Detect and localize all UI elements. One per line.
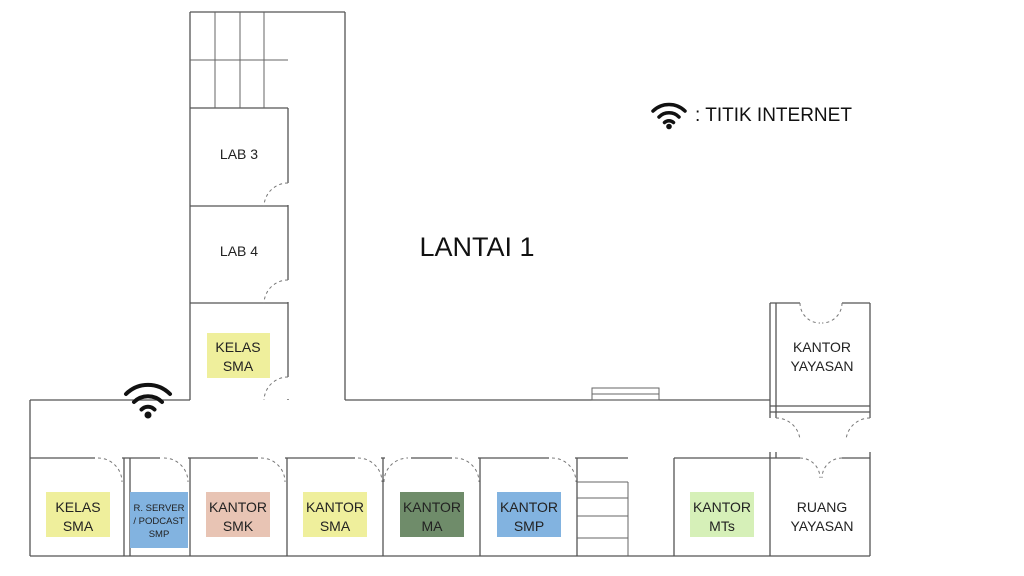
kantor-sma-bg <box>303 492 367 537</box>
lab-4-label: LAB 4 <box>220 243 258 259</box>
room-highlights <box>46 333 754 548</box>
legend-label: : TITIK INTERNET <box>695 105 852 126</box>
floor-title: LANTAI 1 <box>419 232 534 262</box>
doors <box>95 182 872 483</box>
ruang-yayasan-label-2: YAYASAN <box>790 518 853 534</box>
kantor-smp-bg <box>497 492 561 537</box>
kantor-smp-label-2: SMP <box>514 518 544 534</box>
kelas-sma-upper-label-2: SMA <box>223 358 254 374</box>
kantor-yayasan-label-2: YAYASAN <box>790 358 853 374</box>
kantor-ma-label-1: KANTOR <box>403 499 461 515</box>
kantor-ma-label-2: MA <box>422 518 444 534</box>
kelas-sma-lower-label-2: SMA <box>63 518 94 534</box>
room-labels: LAB 3 LAB 4 KELAS SMA KELAS SMA R. SERVE… <box>55 146 853 540</box>
server-label-2: / PODCAST <box>133 516 184 527</box>
legend: : TITIK INTERNET <box>651 102 852 130</box>
kelas-sma-upper-label-1: KELAS <box>215 339 260 355</box>
server-label-3: SMP <box>149 529 170 540</box>
kantor-smp-label-1: KANTOR <box>500 499 558 515</box>
server-room-bg <box>130 492 188 548</box>
kantor-sma-label-2: SMA <box>320 518 351 534</box>
lab-3-label: LAB 3 <box>220 146 258 162</box>
kantor-mts-bg <box>690 492 754 537</box>
kantor-smk-label-2: SMK <box>223 518 254 534</box>
ruang-yayasan-label-1: RUANG <box>797 499 848 515</box>
kelas-sma-upper-bg <box>207 333 270 378</box>
wifi-icon <box>124 382 172 419</box>
kantor-mts-label-2: MTs <box>709 518 735 534</box>
bench <box>591 387 660 401</box>
kantor-ma-bg <box>400 492 464 537</box>
legend-wifi-icon <box>651 102 687 130</box>
kantor-yayasan-label-1: KANTOR <box>793 339 851 355</box>
kantor-sma-label-1: KANTOR <box>306 499 364 515</box>
stairs-bottom <box>577 481 629 556</box>
kelas-sma-lower-bg <box>46 492 110 537</box>
kantor-smk-label-1: KANTOR <box>209 499 267 515</box>
kelas-sma-lower-label-1: KELAS <box>55 499 100 515</box>
kantor-smk-bg <box>206 492 270 537</box>
building-walls <box>29 11 871 557</box>
stairs-top <box>190 12 288 108</box>
kantor-mts-label-1: KANTOR <box>693 499 751 515</box>
server-label-1: R. SERVER <box>133 503 184 514</box>
